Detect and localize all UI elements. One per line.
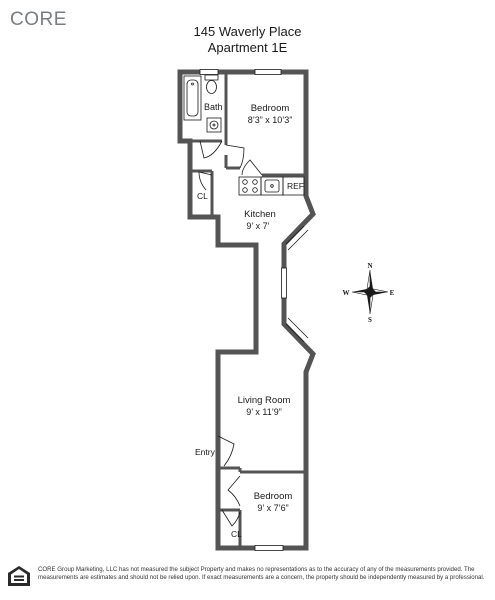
living-room-dims: 9’ x 11’9”	[246, 407, 282, 417]
compass-south: S	[368, 316, 372, 324]
equal-housing-icon	[8, 566, 30, 586]
address-title: 145 Waverly Place	[193, 24, 302, 39]
compass-west: W	[343, 289, 350, 297]
compass-north: N	[367, 262, 372, 270]
stove-icon	[238, 176, 262, 196]
kitchen-label: Kitchen	[244, 209, 276, 220]
ref-label: REF	[287, 181, 304, 191]
kitchen-dims: 9’ x 7’	[246, 221, 269, 231]
unit-title: Apartment 1E	[207, 40, 288, 55]
closet-bottom-label: CL	[231, 529, 242, 539]
bedroom-top-dims: 8’3” x 10’3”	[248, 115, 293, 125]
windows	[199, 69, 309, 551]
bedroom-top-label: Bedroom	[251, 103, 290, 114]
kitchen-sink-icon	[260, 176, 284, 196]
bedroom-bottom-dims: 9’ x 7’6”	[257, 503, 288, 513]
outer-walls	[177, 69, 316, 551]
refrigerator-icon	[282, 176, 305, 196]
entry-label: Entry	[195, 447, 216, 457]
bedroom-bottom-label: Bedroom	[254, 491, 293, 502]
closet-top-label: CL	[197, 191, 208, 201]
interior-walls	[180, 72, 306, 548]
compass-rose-icon	[351, 269, 389, 315]
bathtub-icon	[183, 75, 202, 121]
living-room-label: Living Room	[238, 395, 291, 406]
brand-logo: CORE	[10, 9, 67, 30]
disclaimer-text: CORE Group Marketing, LLC has not measur…	[38, 566, 485, 581]
floor-plan: Bath Bedroom 8’3” x 10’3” REF CL Kitchen…	[177, 69, 395, 551]
compass-east: E	[390, 289, 395, 297]
door-swings	[198, 140, 263, 527]
sink-icon	[206, 117, 222, 133]
bath-label: Bath	[204, 102, 223, 112]
toilet-icon	[204, 74, 219, 94]
